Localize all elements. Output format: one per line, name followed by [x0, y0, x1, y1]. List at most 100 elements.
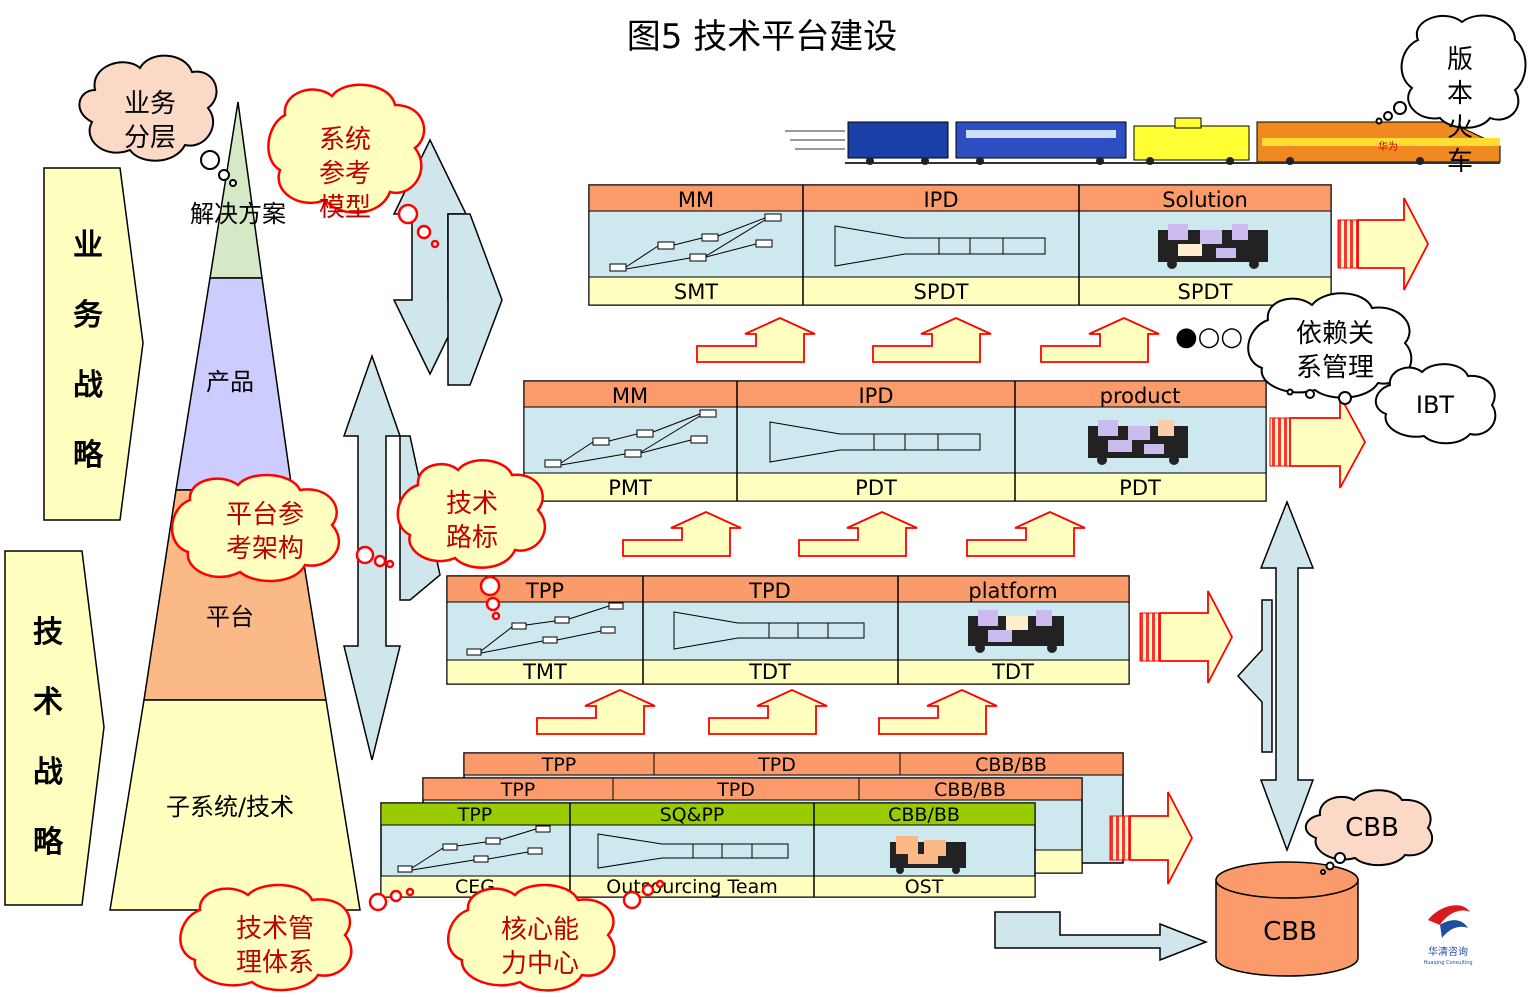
- pyramid-label-product: 产品: [206, 368, 254, 396]
- cbb-back1-header: TPP: [541, 754, 577, 776]
- cloud-text: 理体系: [236, 948, 314, 978]
- product-footer: PMT: [608, 476, 652, 500]
- bent-arrow-to-cbb: [994, 911, 1209, 962]
- cloud-text: 分层: [124, 123, 176, 153]
- company-logo: 华清咨询 Huaqing Consulting: [1423, 905, 1473, 966]
- up-arrow: [872, 317, 992, 363]
- cloud-text: 业务: [124, 89, 176, 119]
- cloud-platform-ref: 平台参 考架构: [170, 473, 395, 583]
- cloud-text: 版: [1447, 45, 1473, 75]
- solution-footer: SMT: [674, 280, 718, 304]
- product-header: MM: [612, 384, 648, 408]
- product-header: product: [1100, 384, 1181, 408]
- business-strategy-char: 略: [73, 438, 104, 473]
- cloud-text: 技术: [446, 489, 498, 519]
- cbb-back1-header: TPD: [757, 754, 796, 776]
- cloud-dependency: 依赖关 系管理: [1247, 292, 1413, 405]
- technology-strategy-char: 术: [33, 685, 63, 720]
- cloud-text: 技术管: [236, 914, 314, 944]
- up-arrow: [622, 511, 742, 557]
- pyramid-label-subsystem: 子系统/技术: [166, 793, 294, 821]
- puzzle-icon: [890, 836, 966, 874]
- cloud-text: 本: [1447, 79, 1473, 109]
- cbb-front-header: SQ&PP: [660, 804, 725, 826]
- cloud-text: 考架构: [226, 534, 304, 564]
- ellipsis-dots: ●○○: [1175, 322, 1243, 352]
- business-strategy-arrow: 业 务 战 略: [43, 167, 144, 521]
- product-footer: PDT: [1119, 476, 1161, 500]
- layer-product: MM IPD product PMT PDT PDT: [523, 380, 1267, 502]
- blue-right-arrow-upper: [447, 213, 503, 386]
- cloud-text: 核心能: [501, 915, 579, 945]
- layer-cbb-front: TPP SQ&PP CBB/BB CEG Outsourcing Team OS…: [380, 802, 1036, 898]
- up-arrow: [966, 511, 1086, 557]
- pyramid-level-solution: [209, 101, 263, 279]
- technology-strategy-arrow: 技 术 战 略: [4, 550, 105, 906]
- puzzle-icon: [1158, 224, 1268, 269]
- cloud-text: 路标: [446, 523, 498, 553]
- platform-footer: TDT: [748, 660, 791, 684]
- cloud-text: 系统: [319, 125, 371, 155]
- up-arrows: [536, 317, 1160, 735]
- cloud-business-layer: 业务 分层: [78, 54, 237, 187]
- business-strategy-char: 业: [73, 228, 103, 263]
- right-arrows: [1109, 197, 1430, 885]
- process-flow-icon: [544, 409, 717, 468]
- cloud-tech-roadmap: 技术 路标: [396, 459, 546, 621]
- logo-name: 华清咨询: [1428, 945, 1468, 958]
- cloud-text: 模型: [319, 193, 371, 223]
- process-flow-icon: [609, 213, 782, 272]
- train-logo: 华为: [1378, 140, 1398, 153]
- cloud-text: 力中心: [501, 949, 579, 979]
- cbb-back2-header: CBB/BB: [934, 779, 1006, 801]
- cloud-cbb: CBB: [1305, 789, 1434, 875]
- product-header: IPD: [858, 384, 893, 408]
- cbb-back1-header: CBB/BB: [975, 754, 1047, 776]
- technology-strategy-char: 技: [33, 615, 63, 650]
- process-flow-icon: [397, 825, 551, 873]
- double-arrow-right: [1236, 499, 1315, 853]
- cbb-back2-header: TPP: [500, 779, 536, 801]
- cloud-tech-mgmt: 技术管 理体系: [179, 883, 415, 992]
- logo-sub: Huaqing Consulting: [1423, 960, 1472, 966]
- right-arrow-platform: [1139, 590, 1234, 684]
- right-arrow-cbb: [1109, 791, 1194, 885]
- solution-footer: SPDT: [914, 280, 969, 304]
- cloud-text: IBT: [1416, 391, 1455, 419]
- platform-header: TPD: [748, 579, 791, 603]
- puzzle-icon: [968, 610, 1064, 653]
- cbb-database-label: CBB: [1263, 917, 1317, 947]
- pyramid-level-subsystem: [109, 699, 361, 911]
- up-arrow: [536, 689, 656, 735]
- layer-solution: MM IPD Solution SMT SPDT SPDT: [588, 184, 1332, 306]
- platform-header: platform: [968, 579, 1057, 603]
- solution-footer: SPDT: [1178, 280, 1233, 304]
- cbb-front-footer: OST: [905, 876, 944, 898]
- product-footer: PDT: [855, 476, 897, 500]
- cbb-front-header: TPP: [457, 804, 493, 826]
- cloud-ibt: IBT: [1375, 363, 1497, 445]
- puzzle-icon: [1088, 420, 1188, 465]
- funnel-icon: [597, 833, 789, 869]
- up-arrow: [696, 317, 816, 363]
- solution-header: IPD: [923, 188, 958, 212]
- funnel-icon: [769, 421, 981, 463]
- cloud-text: CBB: [1345, 813, 1399, 843]
- platform-footer: TMT: [522, 660, 567, 684]
- cloud-text: 系管理: [1296, 353, 1374, 383]
- cloud-text: 车: [1447, 147, 1473, 177]
- up-arrow: [1040, 317, 1160, 363]
- layer-platform: TPP TPD platform TMT TDT TDT: [446, 575, 1130, 685]
- pyramid-label-solution: 解决方案: [190, 200, 286, 228]
- solution-header: MM: [678, 188, 714, 212]
- technology-strategy-char: 战: [33, 755, 63, 790]
- cbb-database: CBB: [1215, 861, 1359, 977]
- train-icon: 华为: [785, 117, 1501, 165]
- pyramid-label-platform: 平台: [206, 603, 254, 631]
- business-strategy-char: 战: [73, 368, 103, 403]
- page-title: 图5 技术平台建设: [627, 17, 897, 57]
- platform-header: TPP: [525, 579, 564, 603]
- funnel-icon: [834, 225, 1046, 267]
- right-arrow-product: [1269, 395, 1367, 489]
